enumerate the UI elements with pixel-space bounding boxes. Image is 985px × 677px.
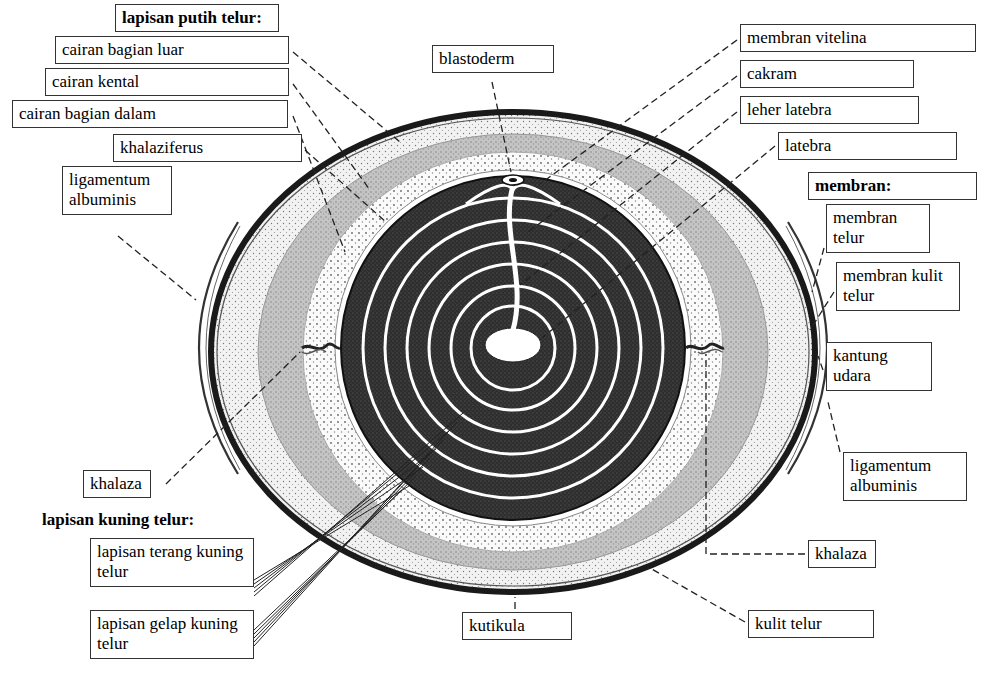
- leader-line: [828, 402, 840, 452]
- shell-membrane: [217, 118, 809, 586]
- label-text: ligamentum albuminis: [850, 456, 960, 497]
- chalaziferous-layer: [335, 170, 691, 526]
- leader-line: [254, 449, 436, 588]
- leader-line: [514, 597, 515, 609]
- leader-line: [254, 467, 423, 584]
- leader-line: [540, 40, 737, 184]
- leader-line: [492, 82, 511, 172]
- label-text: khalaziferus: [120, 138, 295, 158]
- leader-line: [818, 356, 823, 370]
- label-box: cairan bagian luar: [55, 36, 289, 64]
- leader-line: [254, 422, 457, 646]
- yolk-ring: [451, 286, 575, 410]
- chalaza-left: [302, 344, 340, 349]
- label-text: cairan bagian luar: [62, 40, 282, 60]
- label-box: membran telur: [826, 204, 930, 253]
- chalaza-left: [302, 349, 326, 353]
- label-text: membran kulit telur: [843, 266, 953, 307]
- yolk-ring: [407, 242, 619, 454]
- chalaza-right: [686, 344, 724, 349]
- label-box: cakram: [740, 60, 914, 88]
- leader-line: [706, 354, 805, 554]
- leader-line: [293, 52, 400, 142]
- leader-line: [520, 112, 737, 285]
- latebra-neck: [509, 186, 517, 330]
- label-box: khalaza: [83, 470, 151, 498]
- label-box: membran:: [808, 172, 977, 200]
- blastoderm-center: [509, 178, 517, 182]
- label-box: ligamentum albuminis: [62, 166, 172, 215]
- label-box: leher latebra: [740, 96, 919, 124]
- label-box: membran vitelina: [740, 24, 976, 52]
- label-text: kulit telur: [755, 614, 867, 634]
- latebra: [485, 328, 541, 362]
- egg-shell: [211, 112, 815, 592]
- leader-line: [254, 413, 463, 596]
- leader-line: [166, 352, 300, 484]
- label-text: cakram: [747, 64, 907, 84]
- leader-line: [812, 248, 824, 292]
- inner-thin-albumen: [303, 152, 723, 552]
- label-box: blastoderm: [432, 45, 554, 73]
- label-box: lapisan gelap kuning telur: [90, 610, 254, 659]
- leader-line: [542, 146, 775, 338]
- leader-line: [650, 568, 745, 622]
- label-box: kutikula: [462, 612, 572, 640]
- label-box: kulit telur: [748, 610, 874, 638]
- leader-line: [528, 76, 737, 232]
- label-box: kantung udara: [826, 342, 932, 391]
- label-text: membran telur: [833, 208, 923, 249]
- label-text: kantung udara: [833, 346, 925, 387]
- label-text: khalaza: [815, 544, 869, 564]
- label-text: cairan bagian dalam: [19, 104, 281, 124]
- label-box: cairan bagian dalam: [12, 100, 288, 128]
- label-box: khalaza: [808, 540, 876, 568]
- yolk-ring: [429, 264, 597, 432]
- label-box: latebra: [778, 132, 957, 160]
- yolk-layer-leaders: [254, 413, 463, 646]
- leader-line: [118, 236, 196, 300]
- label-text: blastoderm: [439, 49, 547, 69]
- yolk: [341, 176, 685, 520]
- blastoderm-disc: [502, 175, 524, 185]
- latebra-neck-top: [466, 185, 560, 204]
- label-box: cairan kental: [45, 68, 289, 96]
- label-text: lapisan gelap kuning telur: [97, 614, 247, 655]
- leader-line: [254, 430, 450, 592]
- leader-line: [305, 150, 386, 222]
- chalaza-right: [698, 349, 722, 353]
- label-text: lapisan terang kuning telur: [97, 542, 247, 583]
- label-text: membran vitelina: [747, 28, 969, 48]
- label-box: ligamentum albuminis: [843, 452, 967, 501]
- label-text: ligamentum albuminis: [69, 170, 165, 211]
- label-text: lapisan putih telur:: [122, 8, 272, 28]
- thick-albumen: [258, 134, 768, 570]
- label-text: leher latebra: [747, 100, 912, 120]
- label-text: membran:: [815, 176, 970, 196]
- group-heading: lapisan kuning telur:: [40, 510, 196, 530]
- label-text: khalaza: [90, 474, 144, 494]
- label-text: kutikula: [469, 616, 565, 636]
- label-box: lapisan terang kuning telur: [90, 538, 254, 587]
- leader-line: [810, 292, 834, 330]
- label-box: membran kulit telur: [836, 262, 960, 311]
- label-box: lapisan putih telur:: [115, 4, 279, 32]
- label-box: khalaziferus: [113, 134, 302, 162]
- label-text: cairan kental: [52, 72, 282, 92]
- label-text: latebra: [785, 136, 950, 156]
